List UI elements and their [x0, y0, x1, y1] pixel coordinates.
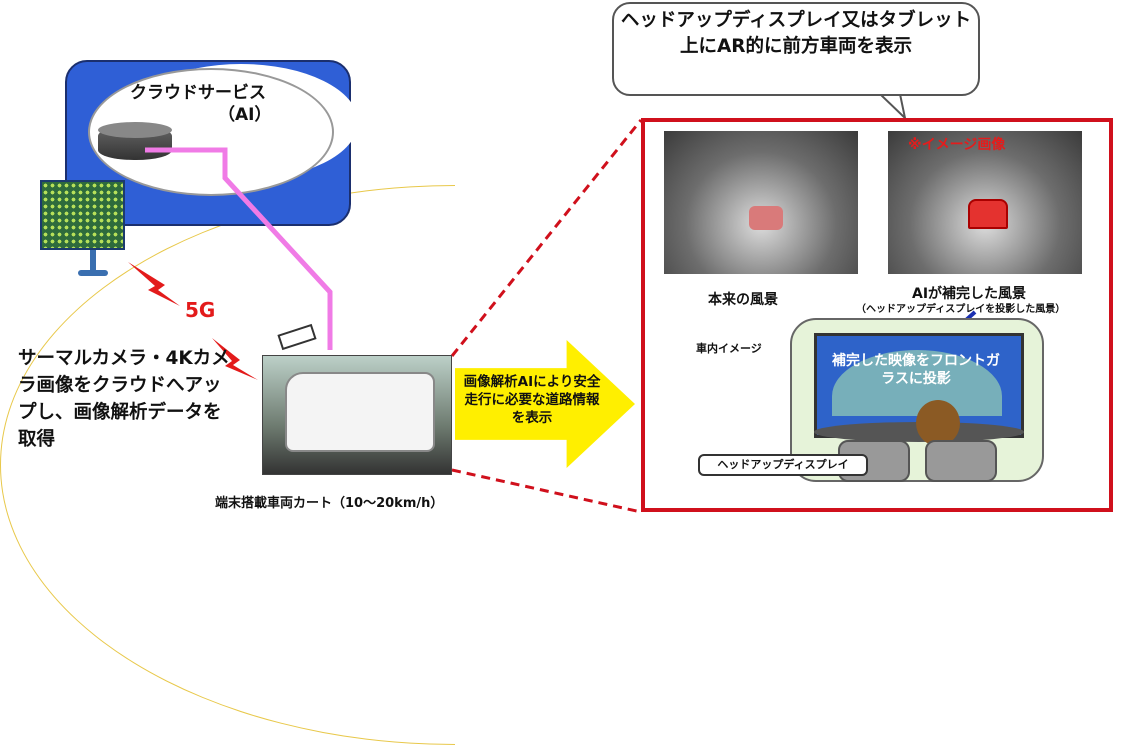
- original-label: 本来の風景: [708, 292, 778, 308]
- hud-text: 補完した映像をフロントガラスに投影: [832, 353, 1000, 387]
- pink-data-link: [145, 147, 333, 350]
- red-dashed-line: [451, 468, 642, 514]
- cart-caption: 端末搭載車両カート（10〜20km/h）: [215, 496, 444, 511]
- 5g-label: 5G: [185, 298, 216, 322]
- antenna-panel-icon: [40, 180, 125, 250]
- camera-icon: [277, 323, 317, 351]
- original-scene-image: [664, 131, 858, 274]
- hud-label: ヘッドアップディスプレイ: [698, 454, 868, 476]
- vehicle: [749, 206, 783, 230]
- camera-description: サーマルカメラ・4Kカメラ画像をクラウドへアップし、画像解析データを取得: [18, 348, 230, 450]
- red-dashed-line: [450, 119, 643, 357]
- ai-label: AIが補完した風景: [912, 286, 1027, 302]
- interior-label: 車内イメージ: [696, 342, 762, 355]
- speech-bubble: [612, 2, 980, 96]
- bubble-text: ヘッドアップディスプレイ又はタブレット上にAR的に前方車両を表示: [620, 10, 972, 57]
- seat: [925, 440, 997, 482]
- lightning-bolt-icon: [212, 338, 258, 380]
- antenna-base: [78, 270, 108, 276]
- connector-lines: [128, 93, 977, 514]
- image-note: ※イメージ画像: [908, 137, 1006, 153]
- display-panel: [641, 118, 1113, 512]
- cloud-title: クラウドサービス: [130, 83, 266, 103]
- vehicle-highlight: [968, 199, 1008, 229]
- arrow-text: 画像解析AIにより安全走行に必要な道路情報を表示: [463, 374, 601, 426]
- cart-body: [285, 372, 435, 452]
- driver-head: [916, 400, 960, 446]
- hud-projection: [832, 350, 1002, 416]
- ai-sublabel: （ヘッドアップディスプレイを投影した風景）: [856, 304, 1066, 315]
- ai-scene-image: [888, 131, 1082, 274]
- bubble-tail: [877, 93, 907, 121]
- database-icon-top: [98, 122, 172, 138]
- antenna-pole: [90, 250, 96, 272]
- cloud-subtitle: （AI）: [218, 105, 272, 125]
- lightning-bolt-icon: [128, 262, 180, 306]
